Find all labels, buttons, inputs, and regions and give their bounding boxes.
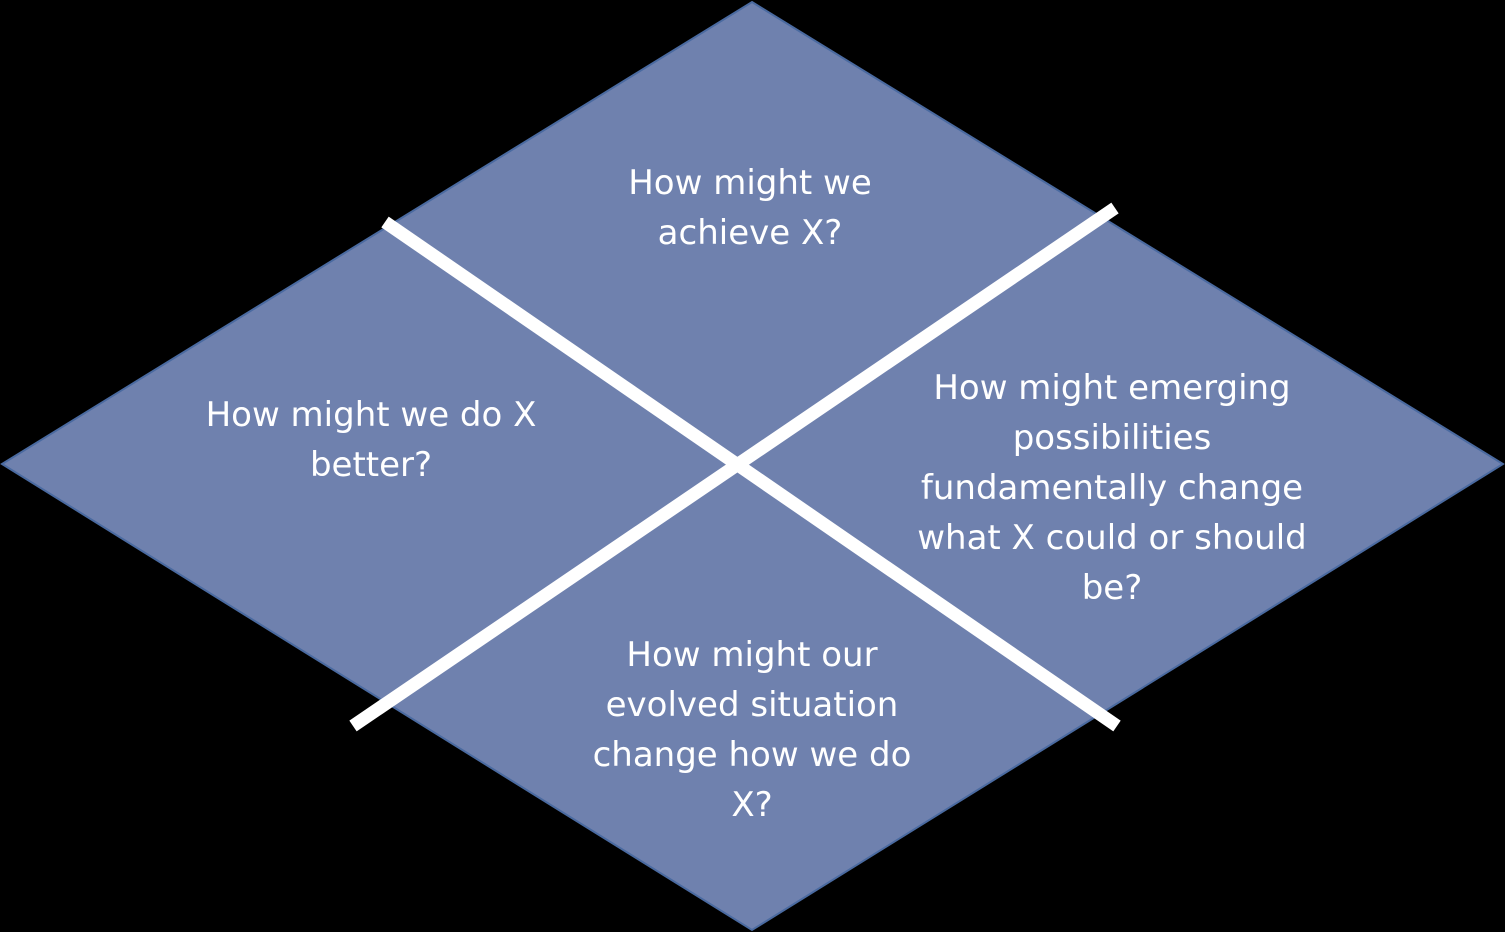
divider-line-descending [381, 216, 1121, 732]
quadrant-top-label: How might we achieve X? [628, 163, 872, 253]
divider-line-ascending [349, 202, 1119, 732]
quadrant-bottom-label: How might our evolved situation change h… [592, 635, 912, 825]
quadrant-right-label: How might emerging possibilities fundame… [917, 368, 1307, 608]
quadrant-left-label: How might we do X better? [205, 395, 537, 485]
